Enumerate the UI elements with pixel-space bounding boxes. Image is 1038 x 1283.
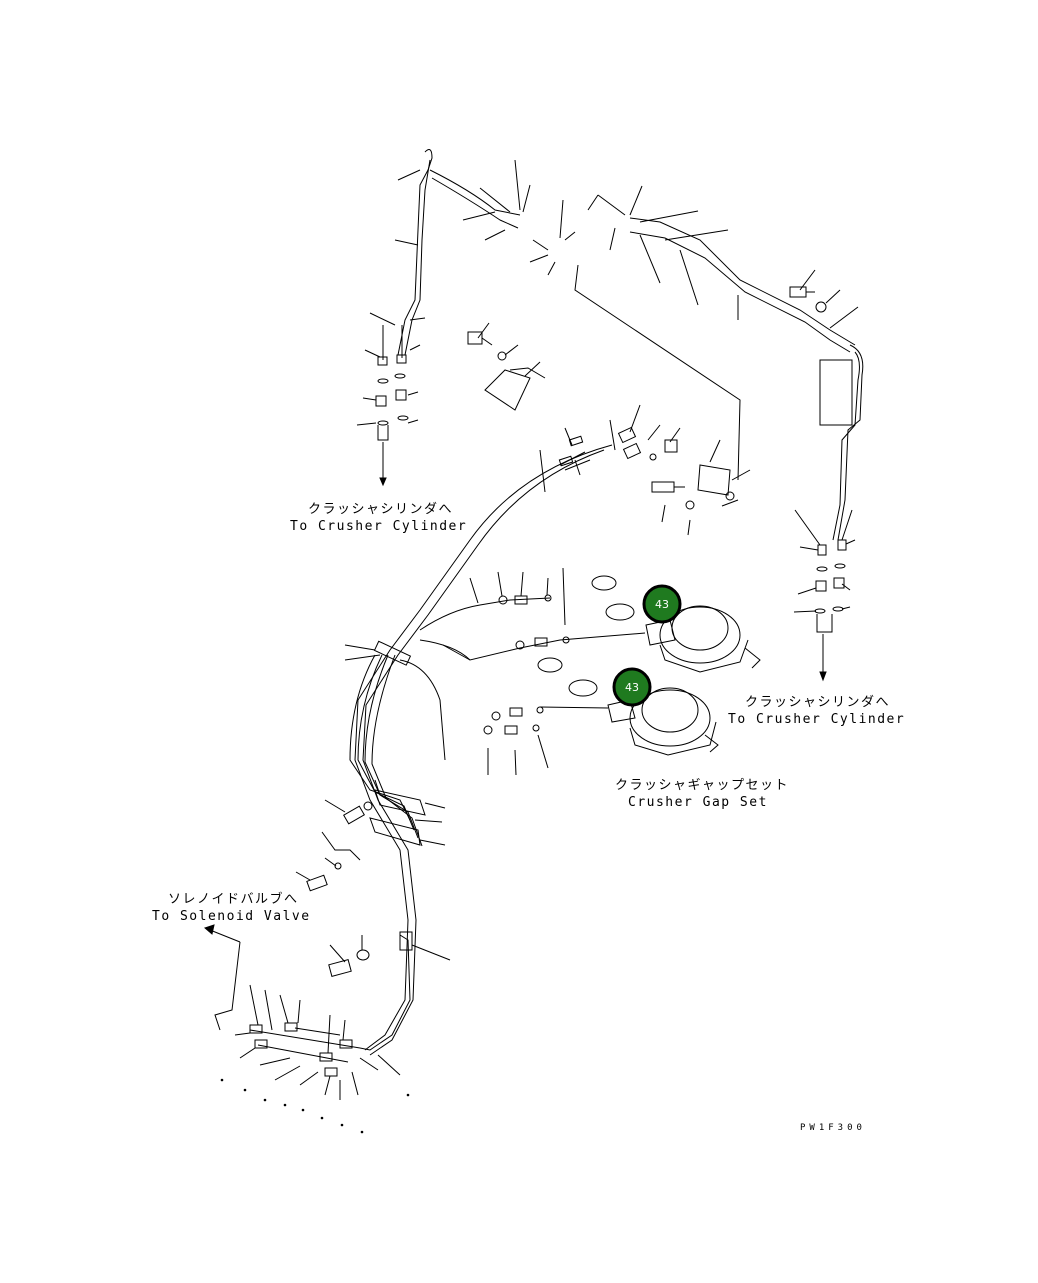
label-solenoid-jp: ソレノイドバルブへ [168,891,299,907]
callout-badge-upper-number: 43 [655,598,669,611]
label-gap-set-en: Crusher Gap Set [628,795,768,810]
label-crusher-cylinder-left-jp: クラッシャシリンダへ [308,502,453,517]
gap-set-unit-upper [591,575,761,673]
label-crusher-cylinder-left-en: To Crusher Cylinder [290,519,467,534]
callout-badge-lower-circle [612,667,652,707]
label-crusher-cylinder-right-jp: クラッシャシリンダへ [745,695,890,710]
drawing-code: PW1F300 [800,1123,866,1133]
label-solenoid-en: To Solenoid Valve [152,909,311,924]
label-crusher-cylinder-right-en: To Crusher Cylinder [728,712,905,727]
label-gap-set-jp: クラッシャギャップセット [615,778,789,793]
callout-badge-lower-number: 43 [625,681,639,694]
callout-badge-upper[interactable]: 43 [642,584,682,624]
callout-badge-upper-circle [642,584,682,624]
piping-linework [204,149,864,1134]
callout-badge-lower[interactable]: 43 [612,667,652,707]
